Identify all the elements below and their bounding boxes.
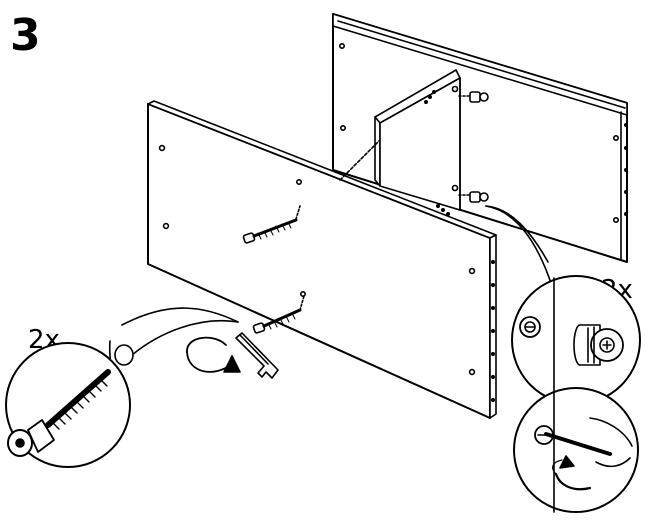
front-panel: [147, 100, 497, 419]
screw-detail-callout: [5, 307, 239, 468]
screwdriver-icon: [544, 417, 633, 468]
cam-lock-top: [458, 91, 489, 103]
allen-key-icon: [235, 332, 279, 379]
screw-upper: [242, 205, 301, 244]
rotate-arrow-icon: [186, 336, 241, 373]
step-number: 3: [10, 10, 41, 61]
cam-lock-bottom: [458, 191, 489, 203]
screw-lower: [252, 295, 305, 334]
divider-panel: [374, 69, 461, 217]
cam-detail-callout: [485, 205, 641, 405]
screwdriver-callout: [513, 387, 639, 513]
cam-lock-icon: [519, 316, 624, 366]
back-panel: [332, 13, 628, 263]
screw-icon: [7, 369, 111, 457]
